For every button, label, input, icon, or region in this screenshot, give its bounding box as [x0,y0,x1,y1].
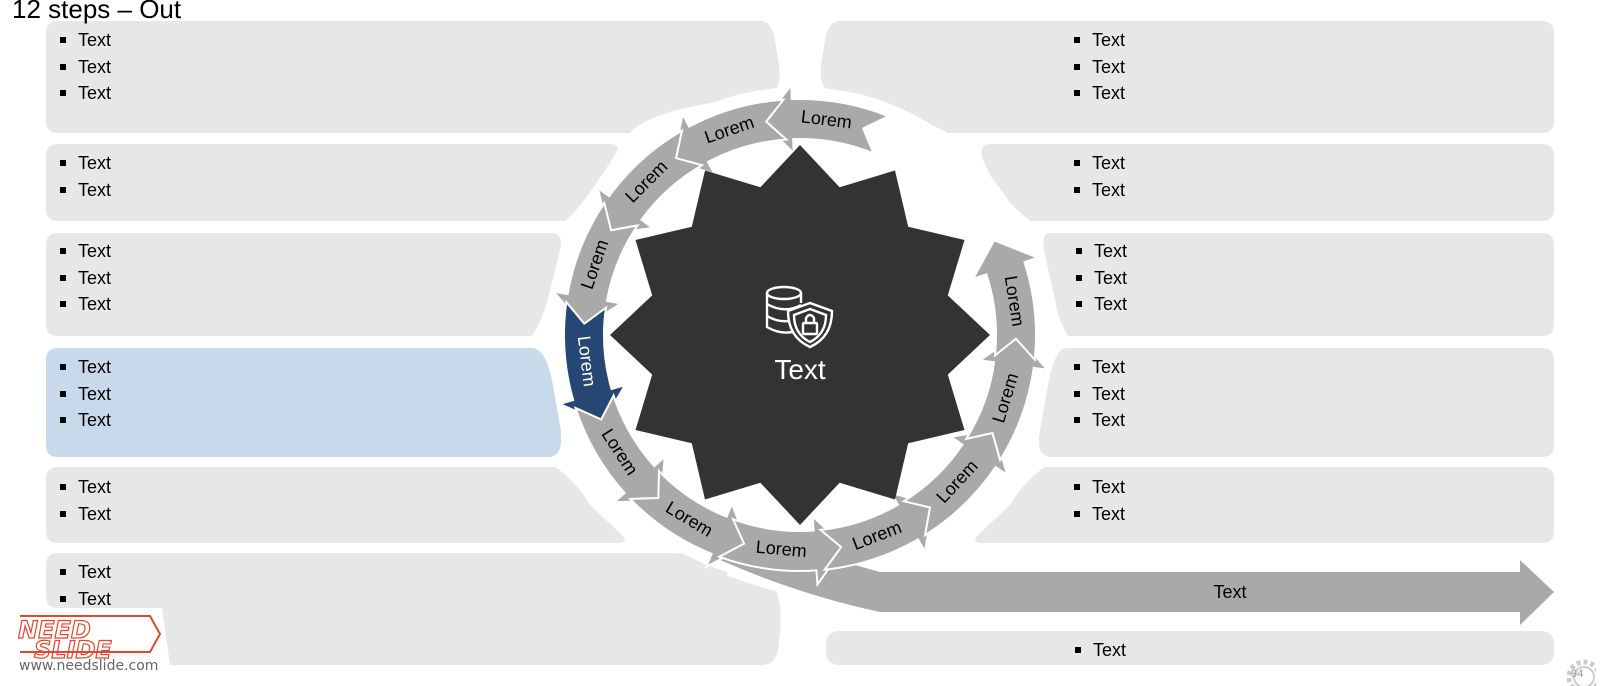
center-label: Text [774,354,826,385]
list-item: Text [1060,54,1125,81]
database-shield-lock-icon [765,285,834,349]
out-arrow[interactable] [720,528,1554,625]
left-panel-5-list: Text Text [46,474,111,527]
list-item: Text [46,54,111,81]
list-item: Text [46,265,111,292]
left-panel-3-list: Text Text Text [46,238,111,318]
cycle-arrow-4[interactable] [551,200,640,329]
left-panel-1[interactable] [46,21,780,133]
cycle-arrow-11[interactable] [964,333,1051,463]
right-panel-1[interactable] [820,21,1554,133]
left-panel-6[interactable] [46,553,781,665]
list-item: Text [46,381,111,408]
left-panel-2-list: Text Text [46,150,111,203]
right-panel-2[interactable] [981,144,1554,221]
list-item: Text [1060,381,1125,408]
list-item: Text [1062,291,1127,318]
list-item: Text [46,150,111,177]
left-panel-6-list: Text Text [46,559,111,612]
cycle-arrow-10[interactable] [901,428,1009,538]
list-item: Text [46,559,111,586]
cycle-arrow-12[interactable] [971,239,1041,363]
right-panel-6[interactable] [826,631,1554,665]
right-panel-3-list: Text Text Text [1062,238,1127,318]
list-item: Text [1060,354,1125,381]
list-item: Text [1060,501,1125,528]
list-item: Text [1060,177,1125,204]
list-item: Text [46,586,111,613]
slide-title: 12 steps – Out [12,0,182,24]
cycle-arrow-7[interactable] [627,468,749,569]
list-item: Text [46,27,111,54]
left-panel-1-list: Text Text Text [46,27,111,107]
list-item: Text [1060,150,1125,177]
list-item: Text [46,80,111,107]
list-item: Text [46,407,111,434]
left-panel-4-list: Text Text Text [46,354,111,434]
right-panel-5[interactable] [975,467,1554,543]
right-panel-5-list: Text Text [1060,474,1125,527]
logo-line-2: SLIDE [34,636,112,664]
cycle-arrow-6[interactable] [573,392,666,504]
list-item: Text [46,474,111,501]
left-panel-5[interactable] [46,467,625,543]
logo-arrow-shape [20,615,162,653]
cycle-arrow-8[interactable] [716,514,847,588]
logo-line-1: NEED [18,616,91,644]
cycle-arrow-3[interactable] [596,128,705,235]
list-item: Text [1061,637,1126,664]
right-panel-3[interactable] [1043,233,1554,336]
left-panel-4[interactable] [46,348,562,457]
list-item: Text [1062,238,1127,265]
cycle-arrow-5[interactable] [556,299,628,425]
left-panel-3[interactable] [46,233,561,336]
right-panel-4-list: Text Text Text [1060,354,1125,434]
right-panel-1-list: Text Text Text [1060,27,1125,107]
left-panel-2[interactable] [46,144,618,221]
page-number: 94 [1571,668,1584,680]
list-item: Text [1060,407,1125,434]
right-panel-4[interactable] [1038,348,1554,457]
list-item: Text [1060,474,1125,501]
website-url[interactable]: www.needslide.com [19,658,159,674]
list-item: Text [46,238,111,265]
list-item: Text [1062,265,1127,292]
needslide-logo: NEED SLIDE [17,615,113,664]
list-item: Text [46,354,111,381]
right-panel-6-list: Text [1061,637,1126,664]
cycle-arrow-label: Lorem [755,537,808,561]
list-item: Text [46,501,111,528]
list-item: Text [46,291,111,318]
list-item: Text [1060,27,1125,54]
list-item: Text [1060,80,1125,107]
list-item: Text [46,177,111,204]
right-panel-2-list: Text Text [1060,150,1125,203]
out-arrow-label: Text [1213,582,1247,602]
gear-icon [1566,659,1596,686]
